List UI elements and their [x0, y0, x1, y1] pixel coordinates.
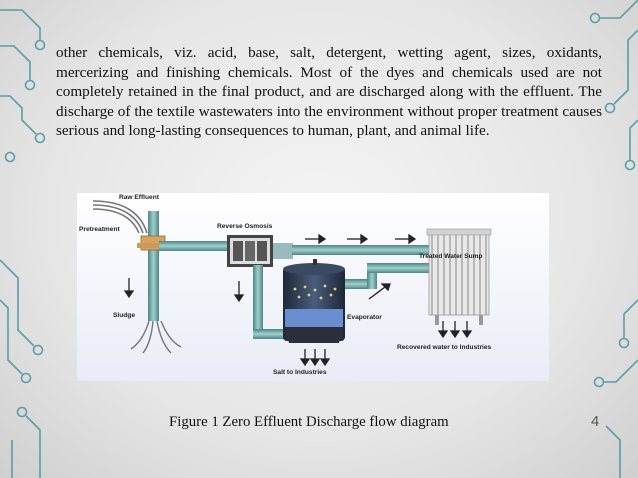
label-evaporator: Evaporator [347, 314, 382, 321]
treated-water-sump [426, 228, 492, 325]
pipe-evaporator-up [367, 263, 377, 289]
pipe-vertical-1 [148, 211, 159, 321]
ro-flow-arrows [305, 233, 417, 245]
sludge-outlet [130, 320, 182, 354]
flow-diagram-graphic: Raw Effluent Pretreatment Reverse Osmosi… [79, 194, 492, 376]
zld-flow-diagram: Raw Effluent Pretreatment Reverse Osmosi… [77, 193, 549, 381]
ro-reject-arrow [233, 281, 245, 303]
pipe-evaporator-top [367, 263, 433, 273]
label-salt: Salt to Industries [273, 369, 327, 376]
figure-caption: Figure 1 Zero Effluent Discharge flow di… [169, 414, 449, 430]
salt-arrows [299, 349, 331, 367]
label-pretreatment: Pretreatment [79, 226, 120, 233]
page-number: 4 [591, 414, 600, 430]
recovered-water-arrows [437, 321, 473, 339]
label-reverse-osmosis: Reverse Osmosis [217, 223, 273, 230]
reverse-osmosis-unit [227, 235, 293, 267]
label-sludge: Sludge [113, 312, 135, 319]
label-treated-water-sump: Treated Water Sump [419, 253, 483, 260]
raw-effluent-inlet [92, 200, 148, 234]
evaporator-arrow [368, 283, 391, 300]
label-raw-effluent: Raw Effluent [119, 194, 160, 201]
sludge-arrow [123, 278, 135, 299]
pipe-into-evaporator [253, 329, 287, 339]
pipe-to-ro [159, 241, 229, 251]
body-paragraph: other chemicals, viz. acid, base, salt, … [56, 44, 602, 140]
evaporator-tank [283, 259, 345, 343]
label-recovered-water: Recovered water to Industries [397, 344, 492, 351]
pipe-ro-to-sump [292, 245, 432, 255]
pipe-ro-to-evaporator [253, 265, 263, 337]
pipe-evaporator-to-sump [345, 279, 371, 289]
